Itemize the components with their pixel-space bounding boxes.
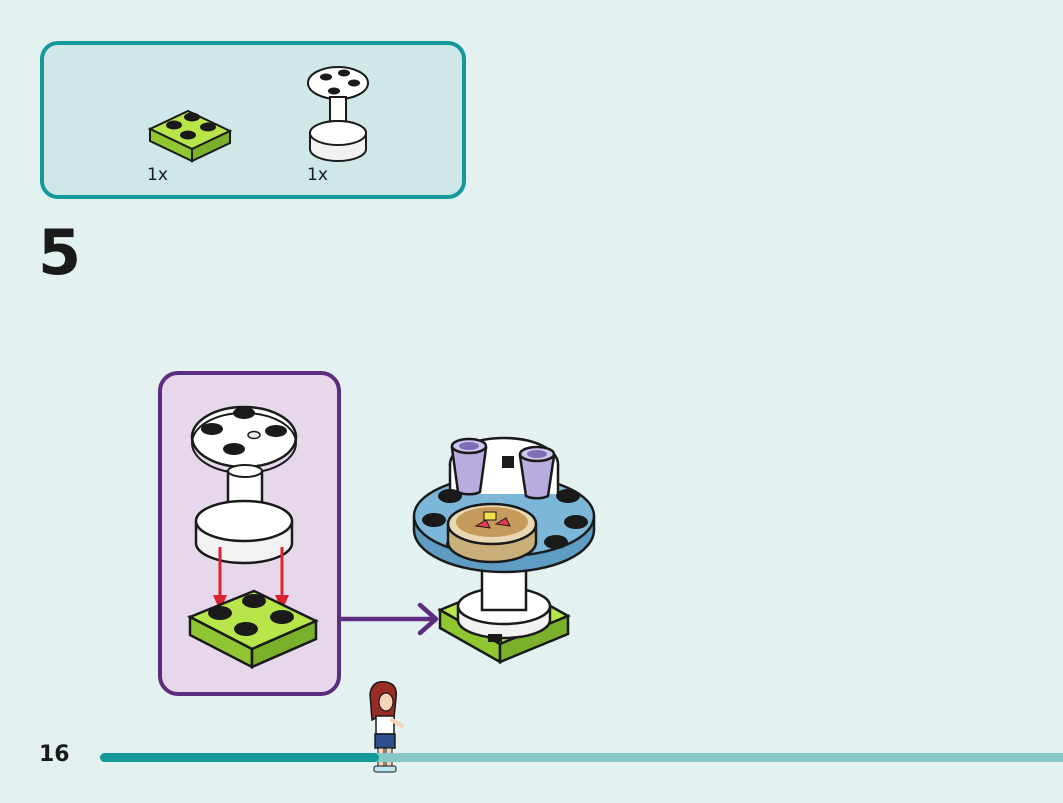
step-number: 5: [38, 216, 82, 289]
part-quantity: 1x: [307, 165, 328, 185]
white-round-stand-icon: [307, 66, 369, 162]
progress-bar: [100, 753, 1063, 762]
completed-cafe-table-illustration: [412, 436, 596, 665]
lime-2x2-plate-icon: [147, 109, 233, 163]
parts-list-box: 1x 1x: [40, 41, 466, 199]
progress-bar-fill: [100, 753, 380, 762]
result-arrow-icon: [340, 602, 439, 636]
sub-assembly-callout: [158, 371, 341, 696]
part-quantity: 1x: [147, 165, 168, 185]
stand-onto-plate-illustration: [187, 405, 319, 670]
minifigure-progress-icon: [369, 681, 404, 773]
page-number: 16: [39, 742, 70, 767]
